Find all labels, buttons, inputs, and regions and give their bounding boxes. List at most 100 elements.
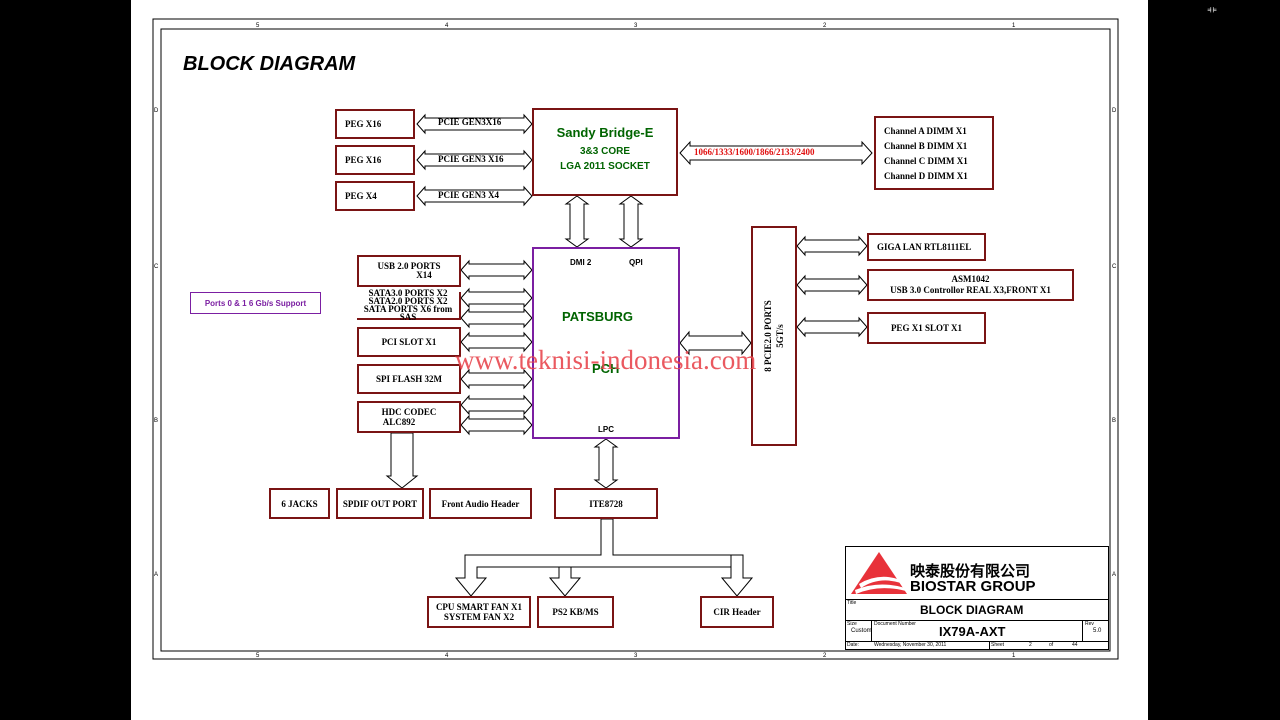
grid-label-bottom-5: 5 — [256, 653, 260, 659]
fan-line1: CPU SMART FAN X1 — [435, 602, 523, 612]
docnum-row: Size Custom Document Number IX79A-AXT Re… — [846, 620, 1108, 642]
usb2-line2: X14 — [416, 270, 432, 280]
peg-x4-bus-arrow — [416, 185, 533, 207]
sata-bus-arrow-1 — [460, 287, 533, 309]
grid-label-top-1: 1 — [1012, 23, 1016, 29]
docnum-label: Document Number — [874, 621, 916, 627]
usb2-block: USB 2.0 PORTS X14 — [357, 255, 461, 287]
usb3-block: ASM1042 USB 3.0 Controllor REAL X3,FRONT… — [867, 269, 1074, 301]
usb3-line2: USB 3.0 Controllor REAL X3,FRONT X1 — [890, 285, 1051, 295]
six-jacks-block: 6 JACKS — [269, 488, 330, 519]
size-value: Custom — [851, 628, 872, 634]
title-value: BLOCK DIAGRAM — [920, 603, 1024, 617]
grid-label-left-d: D — [154, 108, 159, 114]
usb2-line1: USB 2.0 PORTS — [377, 261, 441, 271]
title-row: Title BLOCK DIAGRAM — [846, 599, 1108, 621]
peg-link-label-2: PCIE GEN3 X16 — [438, 154, 504, 164]
sata-line1: SATA3.0 PORTS X2 — [368, 288, 448, 298]
diagram-lines — [152, 18, 1119, 660]
cpu-block: Sandy Bridge-E 3&3 CORE LGA 2011 SOCKET — [532, 108, 678, 196]
rev-label: Rev — [1085, 621, 1094, 627]
grid-label-left-c: C — [154, 264, 159, 270]
grid-label-bottom-4: 4 — [445, 653, 449, 659]
peg-x4: PEG X4 — [335, 181, 415, 211]
of-label: of — [1049, 642, 1054, 648]
grid-label-right-b: B — [1112, 418, 1117, 424]
peg-x16-2: PEG X16 — [335, 145, 415, 175]
size-label: Size — [847, 621, 857, 627]
title-block: 映泰股份有限公司 BIOSTAR GROUP Title BLOCK DIAGR… — [845, 546, 1109, 650]
peg-x16-1: PEG X16 — [335, 109, 415, 139]
memory-speed-label: 1066/1333/1600/1866/2133/2400 — [694, 147, 815, 157]
sheet-value: 2 — [1029, 642, 1032, 648]
docnum-value: IX79A-AXT — [939, 624, 1006, 639]
company-name-en: BIOSTAR GROUP — [910, 578, 1036, 595]
dmi-bus-arrow — [564, 195, 590, 248]
cpu-socket: LGA 2011 SOCKET — [560, 161, 650, 172]
dimm-channel-a: Channel A DIMM X1 — [884, 126, 967, 136]
spdif-out-block: SPDIF OUT PORT — [336, 488, 424, 519]
hda-line2: ALC892 — [382, 417, 416, 427]
cpu-name: Sandy Bridge-E — [556, 125, 654, 140]
fan-line2: SYSTEM FAN X2 — [443, 612, 515, 622]
hda-codec-block: HDC CODEC ALC892 — [357, 401, 461, 433]
fan-block: CPU SMART FAN X1 SYSTEM FAN X2 — [427, 596, 531, 628]
page-title: BLOCK DIAGRAM — [183, 53, 356, 75]
dimm-channel-b: Channel B DIMM X1 — [884, 141, 968, 151]
date-value: Wednesday, November 30, 2011 — [874, 642, 947, 648]
grid-label-left-a: A — [154, 572, 159, 578]
date-label: Date: — [847, 642, 859, 648]
lan-bus-arrow — [796, 235, 868, 257]
usb3-bus-arrow — [796, 274, 868, 296]
usb2-bus-arrow — [460, 259, 533, 281]
memory-bus-arrow — [679, 140, 873, 166]
grid-label-right-c: C — [1112, 264, 1117, 270]
pci-slot-block: PCI SLOT X1 — [357, 327, 461, 357]
company-name-cn: 映泰股份有限公司 — [910, 563, 1031, 580]
cir-header-block: CIR Header — [700, 596, 774, 628]
hda-line1: HDC CODEC — [381, 407, 437, 417]
grid-label-bottom-3: 3 — [634, 653, 638, 659]
grid-label-top-4: 4 — [445, 23, 449, 29]
pch-dmi-label: DMI 2 — [570, 258, 592, 267]
dimm-block: Channel A DIMM X1 Channel B DIMM X1 Chan… — [874, 116, 994, 190]
date-row: Date: Wednesday, November 30, 2011 Sheet… — [846, 641, 1108, 650]
peg-link-label-3: PCIE GEN3 X4 — [438, 190, 500, 200]
pch-suffix: PCH — [592, 361, 620, 376]
sata-block: SATA3.0 PORTS X2 SATA2.0 PORTS X2 SATA P… — [357, 288, 461, 322]
biostar-logo-icon — [851, 552, 907, 594]
sata-line2: SATA2.0 PORTS X2 — [368, 296, 448, 306]
hda-bus-arrow-1 — [460, 394, 533, 416]
front-audio-block: Front Audio Header — [429, 488, 532, 519]
superio-cir-arrow — [720, 554, 754, 597]
pcie-bus-block: 8 PCIE2.0 PORTS 5GT/s — [751, 226, 797, 446]
hda-bus-arrow-2 — [460, 414, 533, 436]
spi-flash-block: SPI FLASH 32M — [357, 364, 461, 394]
pch-block: DMI 2 QPI PATSBURG PCH LPC — [532, 247, 680, 439]
qpi-bus-arrow — [618, 195, 644, 248]
dimm-channel-d: Channel D DIMM X1 — [884, 171, 968, 181]
pcie-bus-line2: 5GT/s — [775, 324, 785, 348]
grid-label-right-d: D — [1112, 108, 1117, 114]
company-logo-area: 映泰股份有限公司 BIOSTAR GROUP — [846, 547, 1108, 600]
title-label: Title — [847, 600, 857, 606]
pch-lpc-label: LPC — [598, 425, 614, 434]
sheet-label: Sheet — [991, 642, 1005, 648]
outer-frame — [152, 18, 1119, 660]
grid-label-bottom-2: 2 — [823, 653, 827, 659]
total-sheets: 44 — [1072, 642, 1078, 648]
grid-label-left-b: B — [154, 418, 159, 424]
pch-qpi-label: QPI — [629, 258, 643, 267]
lpc-bus-arrow — [593, 438, 619, 489]
rev-value: 5.0 — [1093, 628, 1102, 634]
grid-label-top-5: 5 — [256, 23, 260, 29]
grid-label-bottom-1: 1 — [1012, 653, 1016, 659]
collapse-corners-icon[interactable]: ⌟⌞⌝⌜ — [1206, 0, 1218, 20]
inner-frame — [160, 28, 1111, 652]
grid-label-top-3: 3 — [634, 23, 638, 29]
superio-block: ITE8728 — [554, 488, 658, 519]
grid-label-right-a: A — [1112, 572, 1117, 578]
peg-x1-slot-block: PEG X1 SLOT X1 — [867, 312, 986, 344]
sata-line3: SATA PORTS X6 from SAS — [363, 304, 453, 322]
cpu-core: 3&3 CORE — [579, 146, 630, 157]
